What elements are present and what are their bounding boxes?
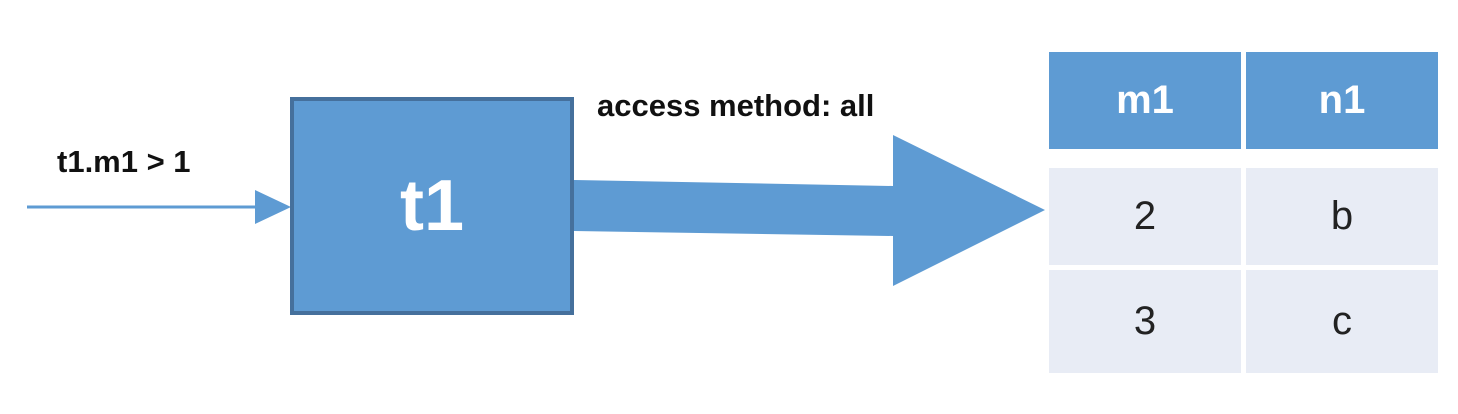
input-arrow-head — [255, 190, 291, 224]
filter-condition-label: t1.m1 > 1 — [57, 144, 191, 179]
output-arrow — [574, 135, 1045, 286]
access-method-label: access method: all — [597, 88, 875, 123]
table-node-label: t1 — [399, 166, 465, 246]
column-header-m1: m1 — [1049, 52, 1241, 149]
table-cell: c — [1246, 270, 1438, 373]
table-cell: 2 — [1049, 168, 1241, 265]
table-cell: 3 — [1049, 270, 1241, 373]
column-header-n1: n1 — [1246, 52, 1438, 149]
table-node-t1: t1 — [290, 97, 574, 315]
table-cell: b — [1246, 168, 1438, 265]
